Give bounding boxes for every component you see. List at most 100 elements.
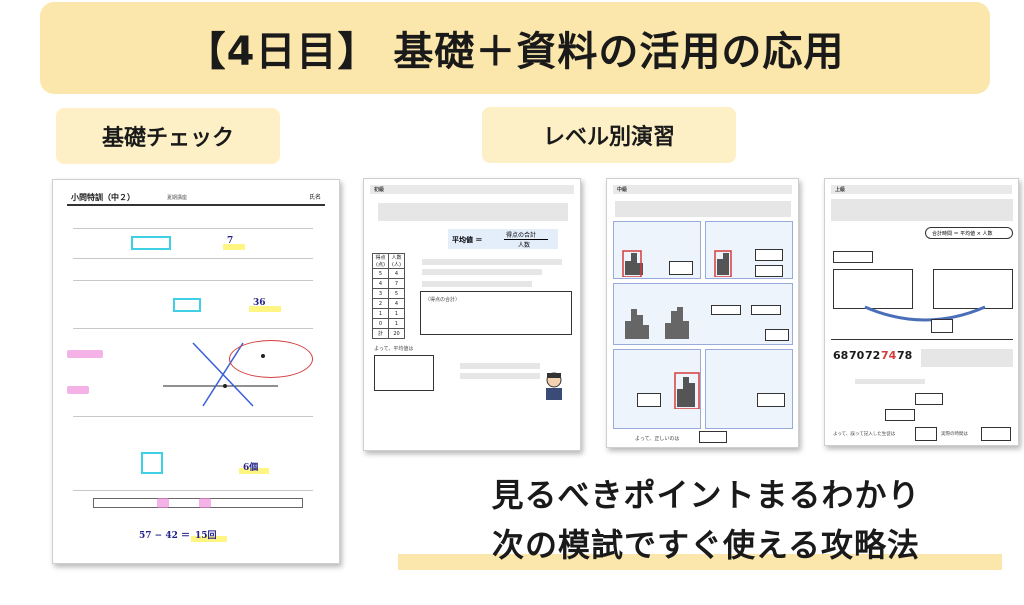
text-line — [422, 269, 542, 275]
highlight-mark — [157, 498, 169, 508]
answer-box — [755, 265, 783, 277]
table-cell: 7 — [388, 278, 405, 289]
answer-4: 6個 — [243, 463, 259, 473]
tagline-line-1: 見るべきポイントまるわかり — [491, 476, 921, 514]
footer-text: 実際の時間は — [941, 432, 968, 437]
table-header: 人数(人) — [388, 253, 405, 269]
footer-text: よって、正しいのは — [635, 436, 680, 442]
table-cell: 5 — [372, 268, 389, 279]
answer-box — [885, 409, 915, 421]
rule-line — [73, 490, 313, 491]
highlight-box — [141, 452, 163, 474]
fraction-line — [504, 239, 548, 240]
answer-box — [833, 269, 913, 309]
table-cell: 4 — [388, 268, 405, 279]
speech-text — [460, 373, 540, 379]
level-practice-label: レベル別演習 — [482, 107, 736, 163]
instruction-block — [615, 201, 791, 217]
highlight-mark — [67, 386, 89, 394]
number-value: 68 — [833, 349, 849, 362]
formula-text: 合計時間 ＝ 平均値 × 人数 — [932, 231, 993, 237]
answer-box — [751, 305, 781, 315]
answer-box — [933, 269, 1013, 309]
number-value: 72 — [865, 349, 881, 362]
box-label: （得点の合計） — [425, 297, 461, 303]
table-cell: 1 — [388, 318, 405, 329]
worksheet-header: 小問特訓（中２） 夏期講座 氏名 — [67, 192, 325, 206]
level-label: 上級 — [835, 187, 846, 193]
rule-line — [73, 228, 313, 229]
connector-arrow — [864, 305, 986, 322]
page-title: 【4日目】 基礎＋資料の活用の応用 — [185, 29, 845, 75]
formula-denominator: 人数 — [518, 242, 531, 249]
level-header-bar: 中級 — [613, 185, 792, 194]
annotation-circle — [229, 340, 313, 378]
histogram-icon — [714, 250, 732, 277]
rule-line — [73, 416, 313, 417]
table-cell: 1 — [372, 308, 389, 319]
instruction-block — [378, 203, 568, 221]
level-label: 初級 — [374, 187, 385, 193]
calc-note: 57 − 42 ＝ — [139, 531, 190, 541]
highlight-mark — [223, 244, 245, 250]
table-cell: 計 — [372, 328, 389, 339]
highlight-box — [173, 298, 201, 312]
table-cell: 3 — [372, 288, 389, 299]
worksheet-title: 小問特訓（中２） — [71, 193, 135, 202]
table-header: 得点(点) — [372, 253, 389, 269]
number-value: 70 — [849, 349, 865, 362]
answer-box — [981, 427, 1011, 441]
answer-box — [669, 261, 693, 275]
histogram-icon — [674, 372, 700, 409]
basic-check-label: 基礎チェック — [56, 108, 280, 164]
highlight-box — [131, 236, 171, 250]
footer-text: よって、平均値は — [374, 346, 414, 352]
answer-box: （得点の合計） — [420, 291, 572, 335]
number-sequence: 68 70 72 74 78 — [831, 349, 917, 365]
level-label: 中級 — [617, 187, 628, 193]
highlight-mark — [191, 536, 227, 542]
tagline-line-2: 次の模試ですぐ使える攻略法 — [491, 526, 921, 564]
formula-box: 合計時間 ＝ 平均値 × 人数 — [925, 227, 1013, 239]
text-line — [422, 281, 532, 287]
answer-box — [915, 393, 943, 405]
answer-box — [765, 329, 789, 341]
answer-1: 7 — [227, 236, 234, 246]
table-cell: 2 — [372, 298, 389, 309]
worksheet-subtitle: 夏期講座 — [167, 195, 188, 201]
number-value: 78 — [897, 349, 913, 362]
question-panel — [705, 349, 793, 429]
highlight-mark — [239, 468, 269, 474]
histogram-icon — [622, 250, 643, 277]
answer-box — [915, 427, 937, 441]
worksheet-advanced: 上級 合計時間 ＝ 平均値 × 人数 68 70 72 74 78 よって、誤っ… — [824, 178, 1019, 446]
table-cell: 4 — [372, 278, 389, 289]
answer-box — [755, 249, 783, 261]
table-cell: 20 — [388, 328, 405, 339]
worksheet-intermediate: 中級 よって、正しいのは — [606, 178, 799, 448]
table-cell: 1 — [388, 308, 405, 319]
histogram-pair — [625, 307, 689, 339]
answer-2: 36 — [253, 298, 266, 308]
rule-line — [73, 258, 313, 259]
footer-text: よって、誤って記入した生徒は — [833, 432, 896, 437]
teacher-icon — [546, 372, 562, 400]
rule-line — [73, 328, 313, 329]
level-header-bar: 初級 — [370, 185, 574, 194]
text-line — [422, 259, 562, 265]
level-header-bar: 上級 — [831, 185, 1012, 194]
speech-text — [460, 363, 540, 369]
formula-box: 平均値 ＝ 得点の合計 人数 — [448, 229, 558, 249]
table-cell: 4 — [388, 298, 405, 309]
answer-3: 15回 — [195, 531, 217, 541]
formula-left: 平均値 ＝ — [452, 236, 483, 244]
number-value: 74 — [881, 349, 897, 362]
answer-box — [833, 251, 873, 263]
answer-box — [699, 431, 727, 443]
basic-check-worksheet: 小問特訓（中２） 夏期講座 氏名 7 36 6個 57 − 42 ＝ 15回 — [52, 179, 340, 564]
divider — [831, 339, 1013, 340]
formula-numerator: 得点の合計 — [506, 232, 537, 239]
answer-box — [374, 355, 434, 391]
